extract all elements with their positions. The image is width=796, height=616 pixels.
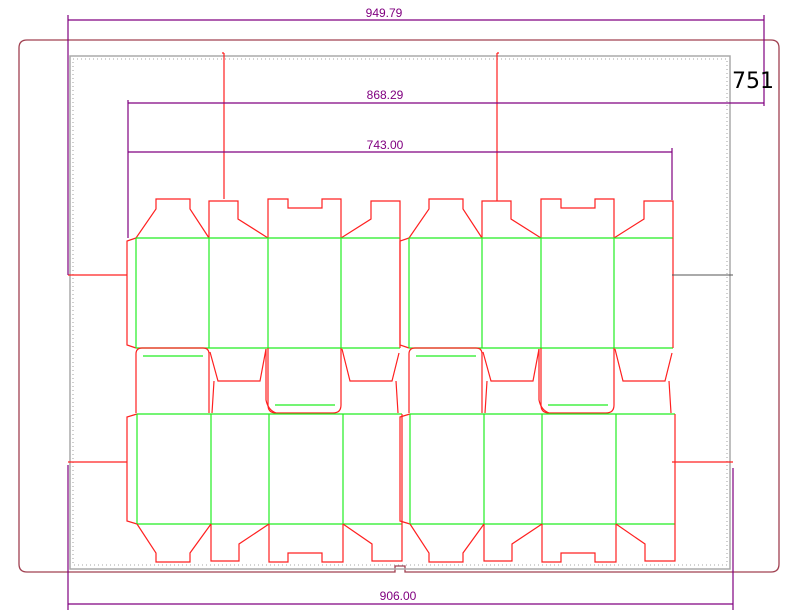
sheet-frame: [69, 55, 731, 570]
dimension-inner-width: 868.29: [367, 88, 404, 102]
box-layout-left: [126, 198, 403, 563]
dimension-overall-width: 949.79: [366, 6, 403, 20]
box-layout-right: [399, 198, 676, 563]
board-outline: [18, 39, 780, 573]
dimension-layout-width: 743.00: [367, 138, 404, 152]
dimension-sheet-height: 751: [732, 69, 774, 94]
dimension-sheet-width: 906.00: [380, 589, 417, 603]
guide-lines: [68, 52, 733, 463]
dimension-lines: [67, 15, 765, 610]
